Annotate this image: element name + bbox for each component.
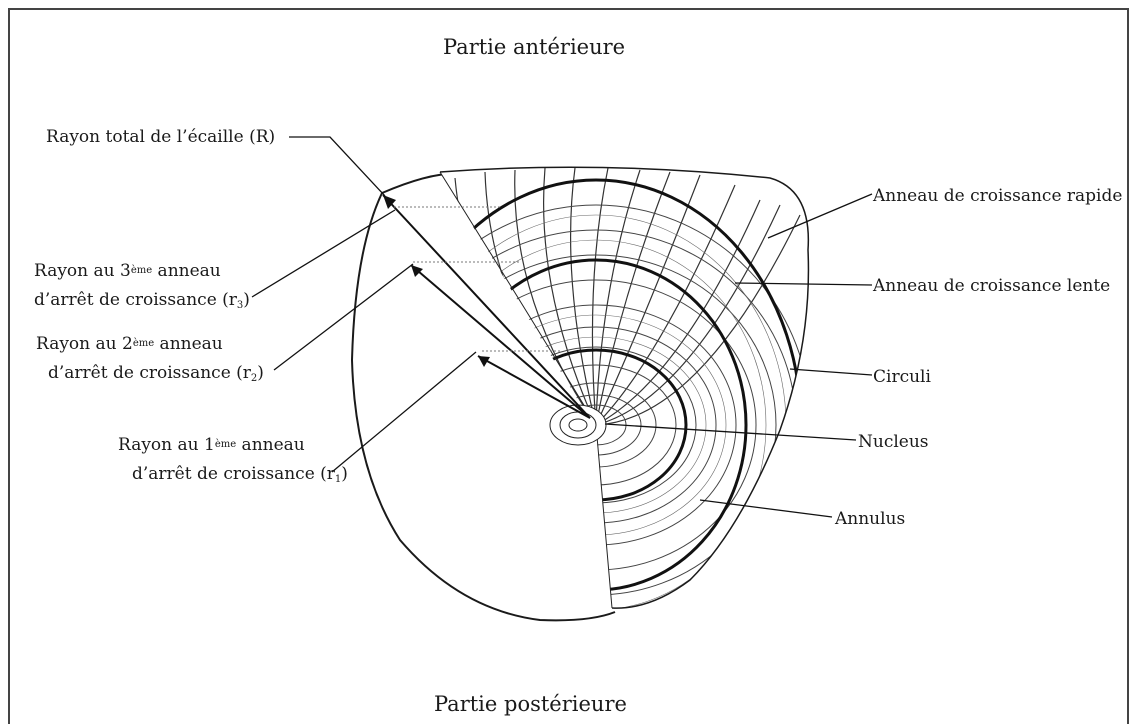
label-r2-post: anneau [154, 334, 223, 354]
label-r2-line2-pre: d’arrêt de croissance (r [48, 363, 251, 383]
label-r2-sub: 2 [251, 373, 257, 384]
label-r3-line1: Rayon au 3ème anneau [34, 258, 250, 287]
leader-r2 [274, 264, 413, 370]
label-r3-pre: Rayon au 3 [34, 261, 131, 281]
label-r2-sup: ème [133, 338, 154, 349]
label-r3-post: anneau [152, 261, 221, 281]
label-r3-line2-post: ) [243, 290, 250, 310]
label-r1: Rayon au 1ème anneau d’arrêt de croissan… [118, 432, 348, 490]
label-fast-ring: Anneau de croissance rapide [873, 185, 1122, 207]
leader-circuli [790, 369, 872, 375]
label-r2-line2: d’arrêt de croissance (r2) [36, 360, 264, 389]
label-r1-sup: ème [215, 439, 236, 450]
label-annulus: Annulus [835, 508, 905, 530]
label-r1-pre: Rayon au 1 [118, 435, 215, 455]
anterior-title: Partie antérieure [443, 36, 625, 58]
scale-texture [381, 150, 830, 670]
label-r2-pre: Rayon au 2 [36, 334, 133, 354]
left-leaders [252, 137, 476, 472]
label-nucleus: Nucleus [858, 431, 929, 453]
label-r3-sup: ème [131, 265, 152, 276]
arrow-head-r3 [411, 265, 423, 277]
label-r3: Rayon au 3ème anneau d’arrêt de croissan… [34, 258, 250, 316]
label-r2-line1: Rayon au 2ème anneau [36, 331, 264, 360]
label-circuli: Circuli [873, 366, 931, 388]
label-r2: Rayon au 2ème anneau d’arrêt de croissan… [36, 331, 264, 389]
label-slow-ring: Anneau de croissance lente [873, 275, 1110, 297]
leader-r1 [332, 352, 476, 472]
posterior-title: Partie postérieure [434, 693, 627, 715]
leader-r3 [252, 210, 395, 297]
label-r3-line2: d’arrêt de croissance (r3) [34, 287, 250, 316]
label-r3-line2-pre: d’arrêt de croissance (r [34, 290, 237, 310]
label-r1-line2-pre: d’arrêt de croissance (r [132, 464, 335, 484]
label-r1-post: anneau [236, 435, 305, 455]
label-total-radius: Rayon total de l’écaille (R) [46, 126, 275, 148]
leader-total-radius [289, 137, 385, 196]
label-r3-sub: 3 [237, 300, 243, 311]
label-r1-line1: Rayon au 1ème anneau [118, 432, 348, 461]
label-r1-line2-post: ) [341, 464, 348, 484]
label-r1-sub: 1 [335, 474, 341, 485]
label-r2-line2-post: ) [257, 363, 264, 383]
label-r1-line2: d’arrêt de croissance (r1) [118, 461, 348, 490]
